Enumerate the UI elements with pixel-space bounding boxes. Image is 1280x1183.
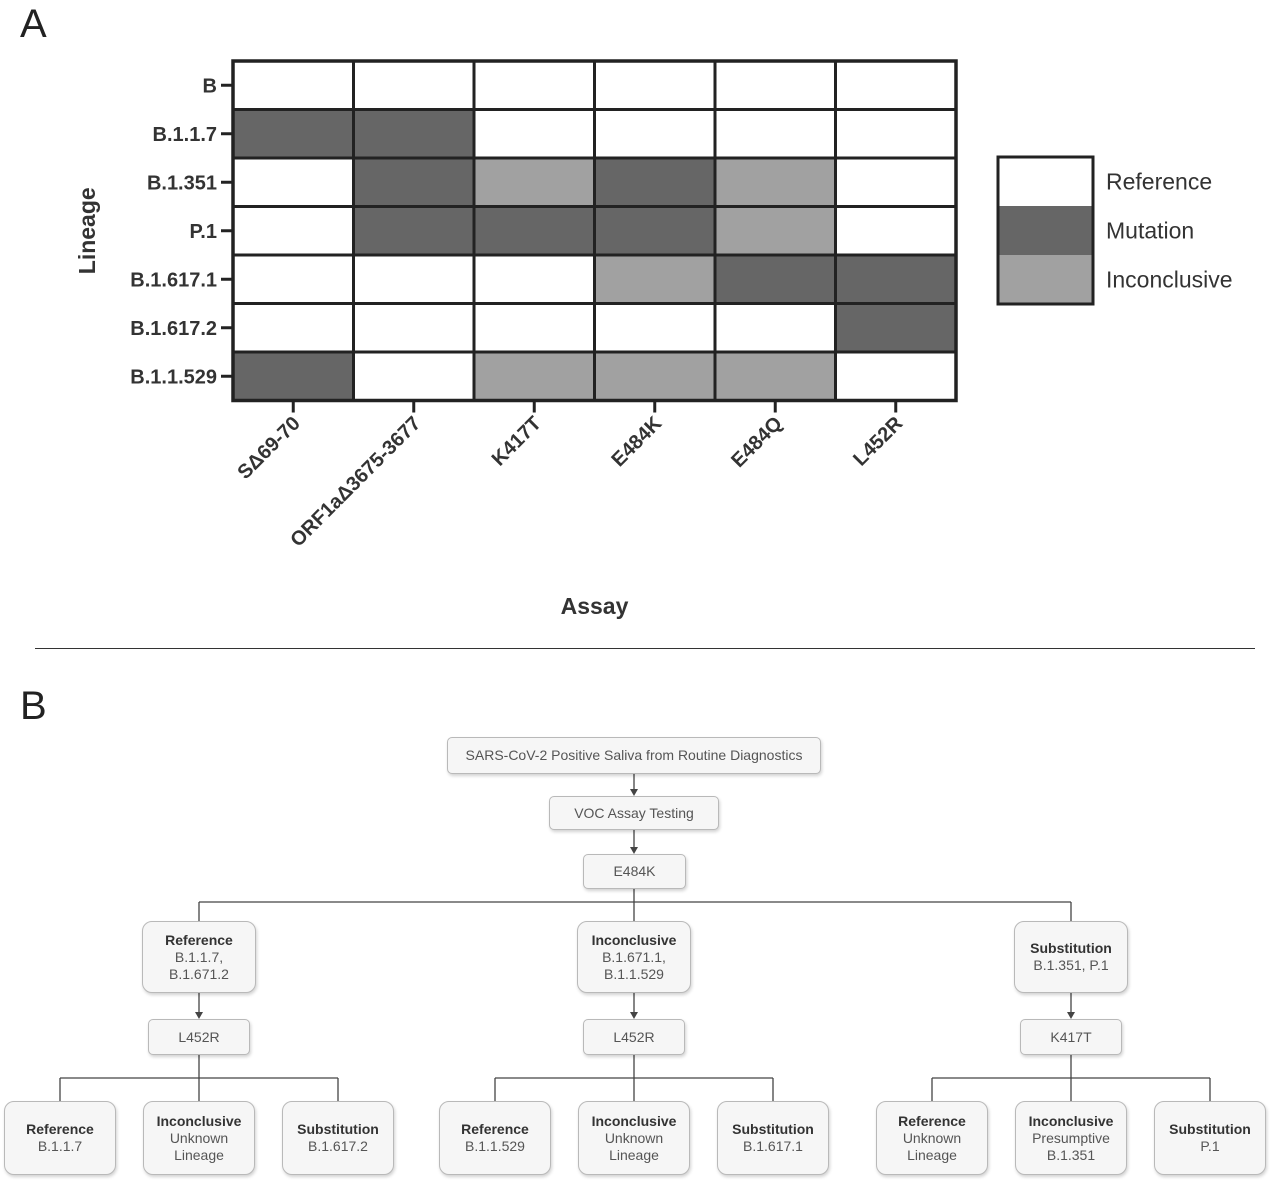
arrowhead [630,1012,638,1019]
legend-label: Reference [1106,169,1212,195]
node-detail: Unknown [604,1129,664,1146]
lineage-assay-heatmap: B B.1.1.7B.1.351P.1B.1.617.1B.1.617.2B.1.… [74,59,1233,619]
heatmap-cell [593,156,717,208]
node-heading: Substitution [1030,940,1112,956]
y-tick-label: B.1.1.529 [130,366,217,388]
node-detail: B.1.1.7, [174,948,224,965]
heatmap-cell [472,205,596,257]
node-detail: Presumptive [1032,1129,1110,1146]
arrowhead [1067,1012,1075,1019]
heatmap-cell [593,108,717,160]
node-detail: K417T [1050,1028,1092,1045]
heatmap-cell [472,350,596,402]
node-detail: Lineage [609,1146,659,1163]
heatmap-cell [713,156,837,208]
heatmap-cell [834,156,958,208]
node-detail: L452R [178,1028,220,1045]
node-detail: B.1.351 [1046,1146,1096,1163]
heatmap-cell [713,350,837,402]
node-detail: B.1.1.529 [604,965,664,982]
heatmap-cell [352,156,476,208]
first-assay-node-label: E484K [613,863,656,879]
node-detail: B.1.671.1, [602,948,666,965]
node-detail: B.1.671.2 [169,965,229,982]
heatmap-cell [352,108,476,160]
node-detail: B.1.351, P.1 [1033,957,1109,973]
root-node: SARS-CoV-2 Positive Saliva from Routine … [447,737,821,774]
node-heading: Reference [461,1121,529,1137]
node-detail: Lineage [907,1146,957,1163]
heatmap-cell [231,253,355,305]
legend-label: Inconclusive [1106,267,1233,293]
testing-node-label: VOC Assay Testing [574,804,694,821]
heatmap-cell [472,59,596,111]
arrowhead [195,1012,203,1019]
root-node-label: SARS-CoV-2 Positive Saliva from Routine … [465,747,803,763]
testing-node: VOC Assay Testing [549,796,719,830]
node-heading: Substitution [297,1121,379,1137]
node-heading: Reference [165,931,233,948]
node-detail: Lineage [174,1146,224,1163]
legend-swatch [998,157,1093,206]
y-tick-label: B.1.617.1 [130,269,217,291]
node-heading: Inconclusive [156,1112,242,1129]
node-heading: Substitution [732,1121,814,1137]
y-tick-label: B [203,75,217,97]
node-heading: Inconclusive [1028,1112,1114,1129]
legend-swatch [998,206,1093,255]
y-tick-label: B.1.617.2 [130,318,217,340]
legend-label: Mutation [1106,218,1194,244]
panel-divider [35,648,1255,649]
node-detail: B.1.1.7 [37,1138,83,1154]
node-detail: L452R [613,1028,655,1045]
node-heading: Substitution [1169,1121,1251,1137]
y-tick-label: P.1 [190,221,217,243]
panel-b-label: B [20,684,47,728]
node-heading: Inconclusive [591,1112,677,1129]
node-detail: B.1.1.529 [465,1138,525,1154]
node-detail: Unknown [902,1129,962,1146]
node-detail: B.1.617.2 [308,1138,368,1154]
heatmap-cell [834,205,958,257]
node-detail: P.1 [1200,1138,1220,1154]
y-tick-label: B.1.351 [147,172,217,194]
y-axis-label: Lineage [74,187,100,274]
legend-swatch [998,255,1093,304]
arrowhead [630,789,638,796]
node-heading: Reference [26,1121,94,1137]
heatmap-cell [352,253,476,305]
y-tick-label: B.1.1.7 [153,124,217,146]
branch-assay-node: L452R [148,1019,250,1055]
heatmap-cell [713,205,837,257]
panel-a-label: A [20,2,47,46]
heatmap-cell [231,59,355,111]
node-heading: Inconclusive [591,931,677,948]
node-detail: Unknown [169,1129,229,1146]
x-axis-label: Assay [561,593,629,619]
heatmap-cell [834,108,958,160]
node-heading: Reference [898,1112,966,1129]
node-detail: B.1.617.1 [743,1138,803,1154]
legend-frame [996,155,1095,306]
arrowhead [630,847,638,854]
heatmap-cell [472,156,596,208]
branch-assay-node: L452R [583,1019,685,1055]
branch-assay-node: K417T [1020,1019,1122,1055]
first-assay-node: E484K [583,854,686,889]
